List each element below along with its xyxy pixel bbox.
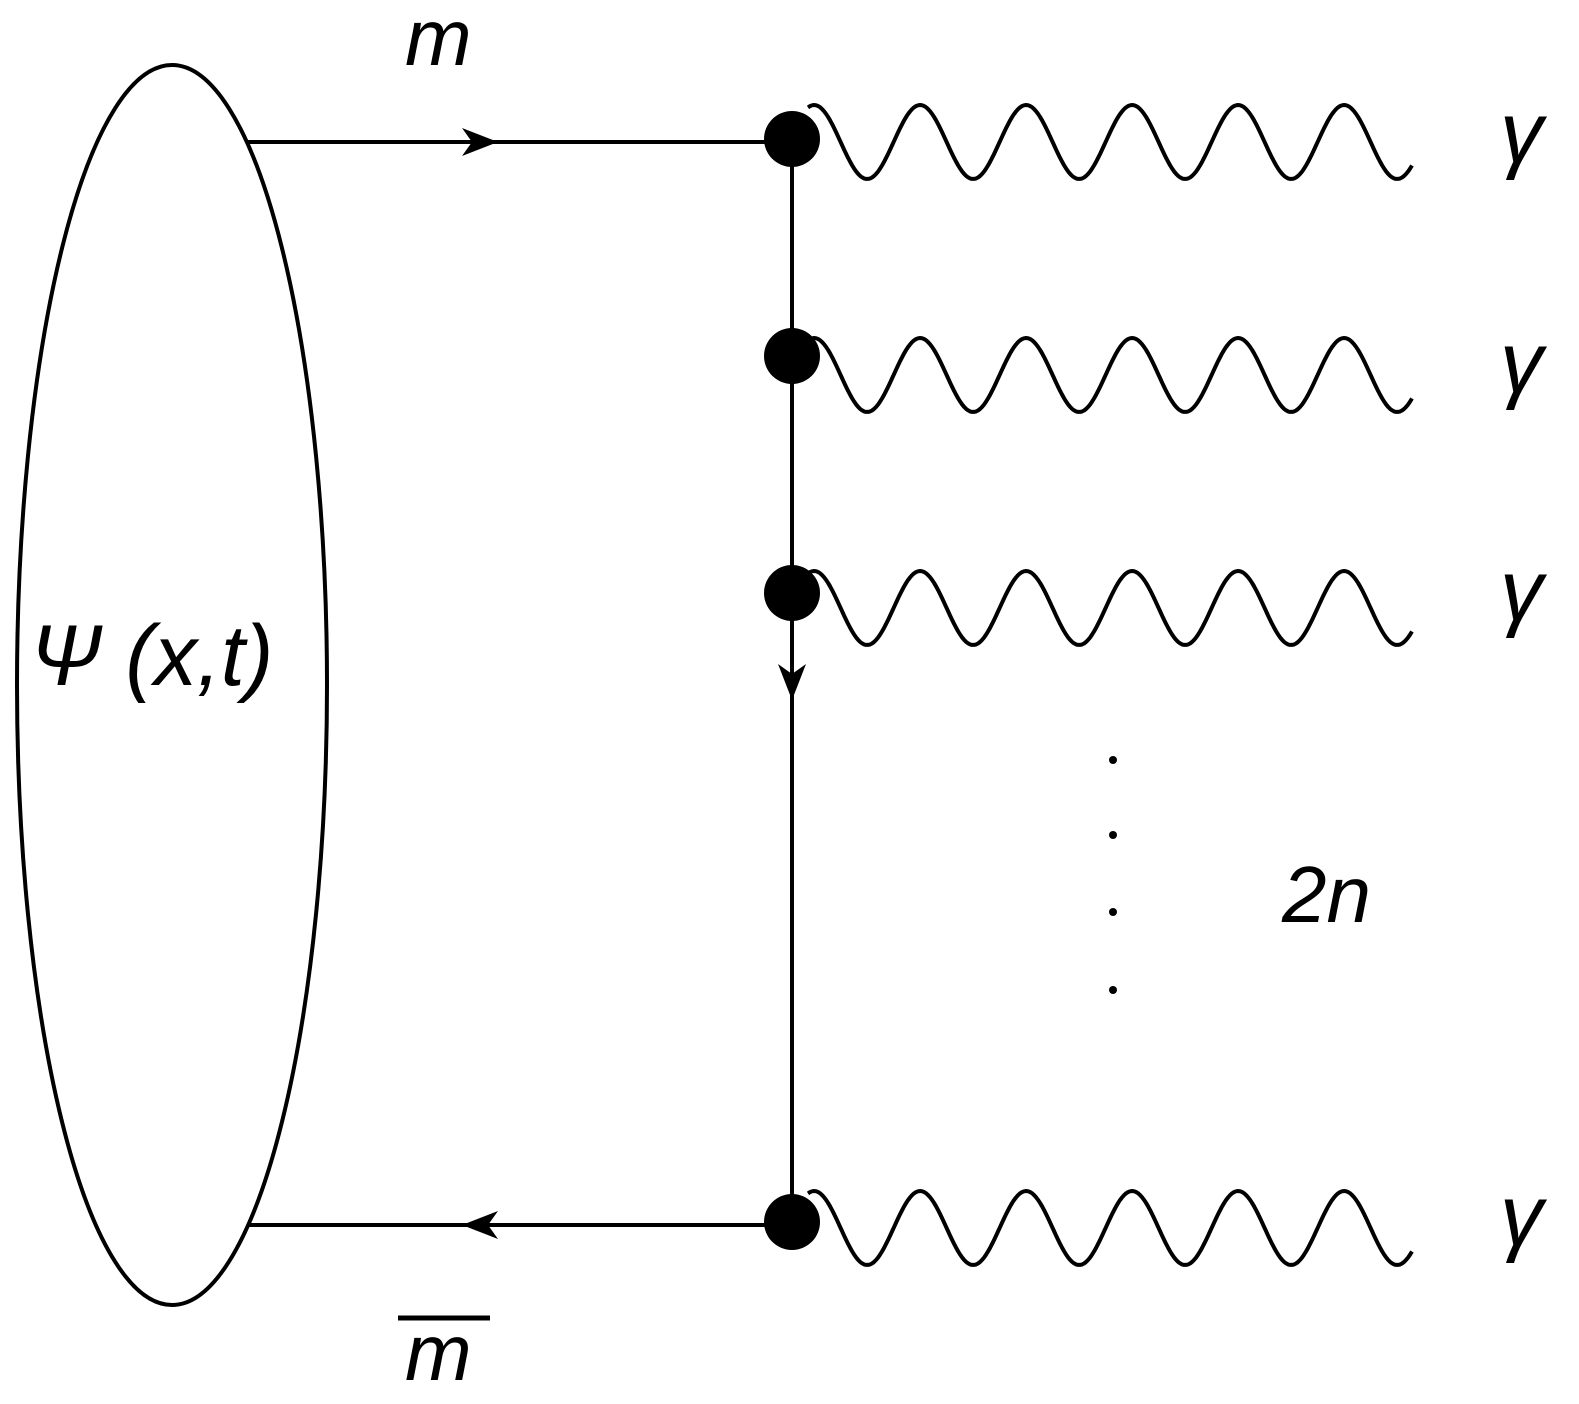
photon-count-label: 2n [1281, 850, 1371, 939]
photon-wave-line [806, 1189, 1414, 1267]
ellipsis-dot [1109, 908, 1117, 916]
photon-wave-line [806, 336, 1414, 414]
photon-wave-line [806, 103, 1414, 181]
top-arrow-icon [462, 128, 498, 156]
photon-label: γ [1500, 85, 1548, 181]
photon-wave-line [806, 569, 1414, 647]
ellipsis-dot [1109, 986, 1117, 994]
vertex-dot [764, 1194, 820, 1250]
ellipsis-dot [1109, 756, 1117, 764]
ellipsis-dot [1109, 831, 1117, 839]
vertical-arrow-icon [778, 664, 806, 700]
bottom-particle-label: m [405, 1308, 472, 1397]
top-particle-label: m [405, 0, 472, 82]
photon-label: γ [1500, 543, 1548, 639]
vertex-dot [764, 328, 820, 384]
photon-label: γ [1500, 1168, 1548, 1264]
bottom-arrow-icon [462, 1211, 498, 1239]
vertex-dot [764, 111, 820, 167]
wavefunction-label: Ψ (x,t) [30, 608, 273, 704]
vertex-dot [764, 565, 820, 621]
bound-state-ellipse [15, 63, 329, 1307]
photon-label: γ [1500, 315, 1548, 411]
